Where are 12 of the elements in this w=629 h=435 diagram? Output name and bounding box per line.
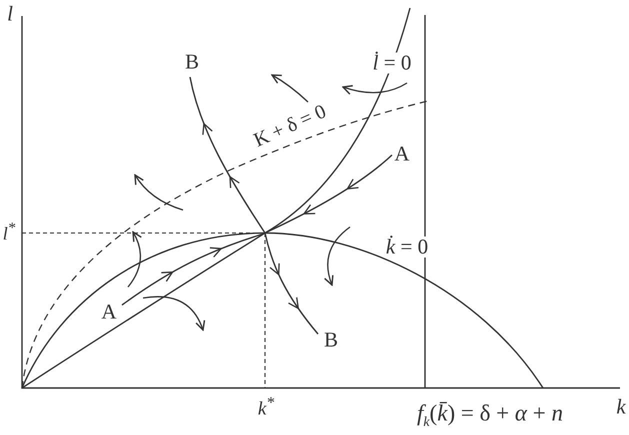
curve-label: l̇ = 0 xyxy=(372,52,412,74)
path-label: B xyxy=(324,330,338,350)
path-label: A xyxy=(101,302,117,322)
path-label: B xyxy=(185,52,199,72)
axis-label: l xyxy=(7,4,13,24)
path-label: A xyxy=(394,144,410,164)
curve-label: K + δ = 0 xyxy=(251,101,329,151)
tick-label: k$^{*}$ xyxy=(258,395,274,419)
tick-label: l$^{*}$ xyxy=(2,222,16,242)
axis-label: k xyxy=(616,396,626,418)
curve-label: k̇ = 0 xyxy=(384,236,430,258)
equation-label: f$_{k}$(k̄) = δ + α + n xyxy=(417,401,563,429)
